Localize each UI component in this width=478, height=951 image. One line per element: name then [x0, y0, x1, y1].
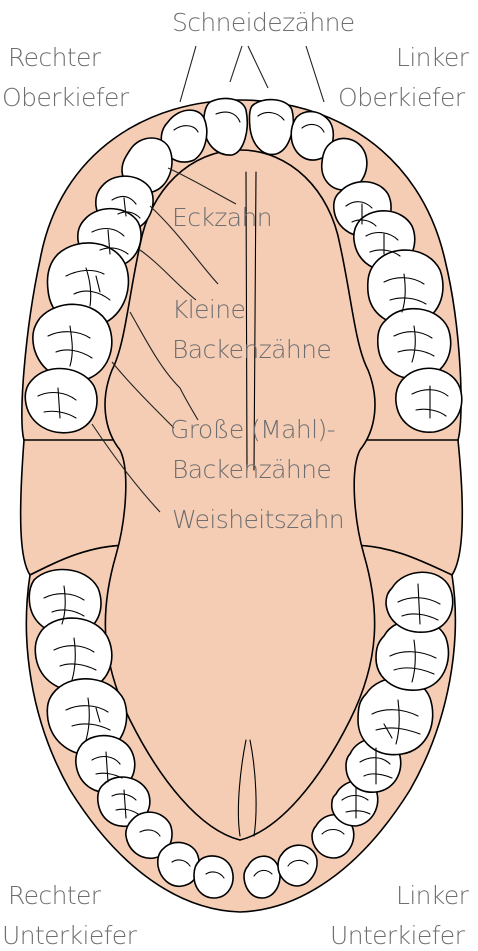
label-incisors: Schneidezähne	[172, 8, 355, 37]
lower-lateral-incisor-right	[158, 842, 199, 886]
lower-central-incisor-right	[194, 856, 233, 898]
label-right-upper-1: Rechter	[8, 43, 102, 72]
lower-central-incisor-left	[244, 856, 280, 898]
upper-central-incisor-left	[249, 100, 293, 155]
upper-molar-2-left	[378, 309, 451, 379]
label-left-lower-2: Unterkiefer	[330, 921, 466, 950]
leader-incisor-3	[248, 46, 268, 88]
label-wisdom: Weisheitszahn	[172, 505, 344, 534]
leader-incisor-4	[306, 46, 324, 102]
upper-molar-3-right	[25, 369, 97, 433]
label-right-upper-2: Oberkiefer	[2, 83, 130, 112]
label-left-lower-1: Linker	[396, 881, 470, 910]
label-premolars-2: Backenzähne	[172, 335, 331, 364]
leader-incisor-2	[230, 46, 242, 82]
label-left-upper-1: Linker	[396, 43, 470, 72]
label-left-upper-2: Oberkiefer	[338, 83, 466, 112]
leader-incisor-1	[180, 46, 196, 102]
label-canine: Eckzahn	[172, 203, 272, 232]
label-molars-2: Backenzähne	[172, 455, 331, 484]
upper-molar-3-left	[396, 368, 462, 432]
label-right-lower-1: Rechter	[8, 881, 102, 910]
label-premolars-1: Kleine	[172, 295, 245, 324]
label-right-lower-2: Unterkiefer	[2, 921, 138, 950]
label-molars-1: Große (Mahl)-	[170, 415, 335, 444]
